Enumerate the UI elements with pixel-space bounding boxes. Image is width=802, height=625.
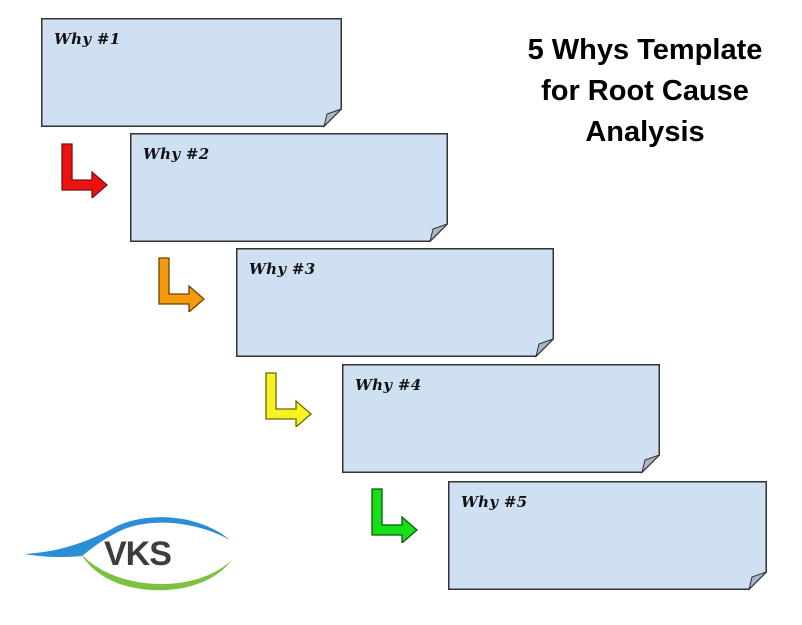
arrow-down-right-icon [61,143,108,198]
title-line-1: 5 Whys Template [527,34,763,66]
why-note-2[interactable]: Why #2 [130,133,448,243]
arrow-down-right-icon [371,488,418,543]
note-paper-icon [342,364,660,474]
arrow-down-right-icon [265,372,312,427]
why-note-5[interactable]: Why #5 [448,481,767,591]
note-paper-icon [130,133,448,243]
note-paper-icon [41,18,342,128]
title-line-3: Analysis [585,116,705,148]
diagram-title: 5 Whys Template for Root Cause Analysis [490,30,800,153]
note-label: Why #5 [461,493,528,511]
note-label: Why #2 [143,145,210,163]
note-paper-icon [448,481,767,591]
title-line-2: for Root Cause [541,75,749,107]
note-paper-icon [236,248,554,358]
arrow-down-right-icon [158,257,205,312]
logo-text: VKS [104,535,171,573]
vks-logo-swoosh-icon: VKS [24,517,232,591]
note-label: Why #3 [249,260,316,278]
why-note-1[interactable]: Why #1 [41,18,342,128]
vks-logo: VKS [22,512,237,592]
why-note-3[interactable]: Why #3 [236,248,554,358]
note-label: Why #1 [54,30,121,48]
note-label: Why #4 [355,376,422,394]
why-note-4[interactable]: Why #4 [342,364,660,474]
